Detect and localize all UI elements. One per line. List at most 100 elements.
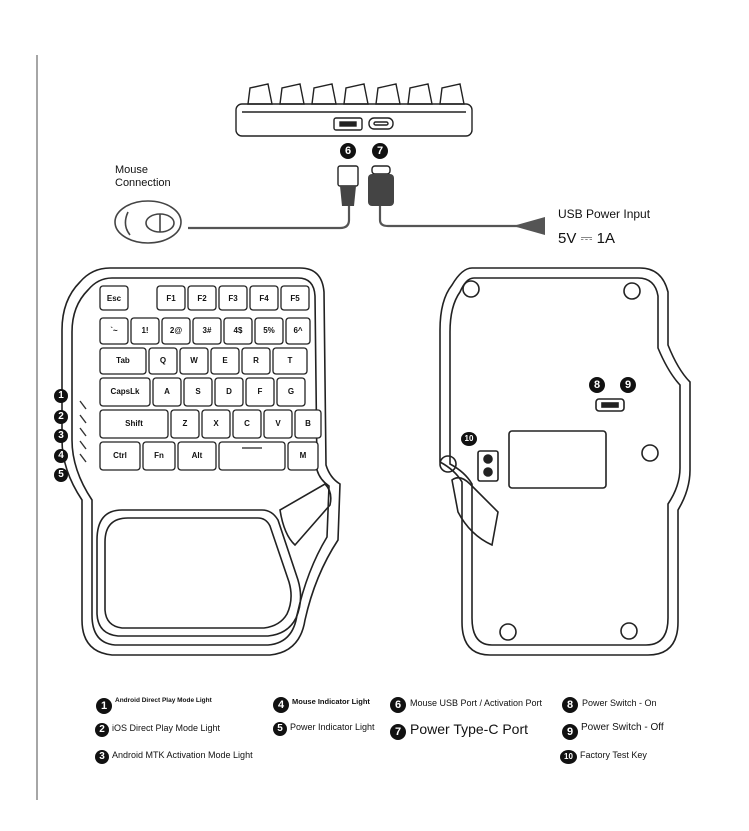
key-g: [276, 377, 306, 407]
key-label: Esc: [107, 294, 122, 303]
key-label: Tab: [116, 356, 130, 365]
key-shift: [99, 409, 169, 439]
key-4: [223, 317, 253, 345]
key-2: [161, 317, 191, 345]
key-label: Shift: [125, 419, 143, 428]
legend-item-10: Factory Test Key: [580, 750, 647, 760]
key-w: [179, 347, 209, 375]
keyboard-back-body: [439, 267, 691, 656]
key-f: [245, 377, 275, 407]
key-label: Z: [183, 419, 188, 428]
callout-3: 3: [54, 429, 68, 443]
key-tilde: [99, 317, 129, 345]
key-z: [170, 409, 200, 439]
key-t: [272, 347, 308, 375]
key-label: W: [190, 356, 198, 365]
key-label: C: [244, 419, 250, 428]
usb-a-plug: [337, 165, 359, 206]
key-label: 3#: [203, 326, 212, 335]
key-label: F: [258, 387, 263, 396]
legend-marker-5: 5: [273, 722, 287, 736]
key-label: 4$: [234, 326, 243, 335]
key-r: [241, 347, 271, 375]
key-6: [285, 317, 311, 345]
key-e: [210, 347, 240, 375]
callout-2: 2: [54, 410, 68, 424]
key-label: Ctrl: [113, 451, 127, 460]
legend-marker-10: 10: [560, 750, 577, 764]
key-label: D: [226, 387, 232, 396]
key-f3: [218, 285, 248, 311]
callout-6: 6: [340, 143, 356, 159]
key-ctrl: [99, 441, 141, 471]
key-label: Q: [160, 356, 166, 365]
key-s: [183, 377, 213, 407]
key-fn: [142, 441, 176, 471]
key-label: 1!: [141, 326, 148, 335]
key-label: F4: [259, 294, 269, 303]
legend-item-4: Mouse Indicator Light: [292, 697, 370, 706]
key-label: X: [213, 419, 219, 428]
key-label: 2@: [170, 326, 182, 335]
mouse-connection-label-2: Connection: [115, 177, 171, 189]
callout-7: 7: [372, 143, 388, 159]
key-label: F1: [166, 294, 176, 303]
key-x: [201, 409, 231, 439]
key-label: E: [222, 356, 228, 365]
keyboard-side-view: [235, 83, 473, 137]
power-input-arrow: [513, 217, 545, 235]
key-label: 5%: [263, 326, 275, 335]
key-label: CapsLk: [111, 387, 140, 396]
key-label: B: [305, 419, 311, 428]
key-label: V: [275, 419, 281, 428]
legend-item-5: Power Indicator Light: [290, 722, 375, 732]
keyboard-front-body: [61, 267, 341, 656]
legend-item-8: Power Switch - On: [582, 698, 657, 708]
mouse-connection-label-1: Mouse: [115, 164, 149, 176]
key-c: [232, 409, 262, 439]
key-space: [218, 441, 286, 471]
key-1: [130, 317, 160, 345]
legend-item-6: Mouse USB Port / Activation Port: [410, 698, 543, 708]
key-label: S: [195, 387, 201, 396]
type-c-plug: [368, 165, 394, 206]
legend-marker-1: 1: [96, 698, 112, 714]
key-esc: [99, 285, 129, 311]
indicator-lights: [79, 400, 87, 463]
legend-marker-2: 2: [95, 723, 109, 737]
key-label: Fn: [154, 451, 164, 460]
key-f4: [249, 285, 279, 311]
callout-10: 10: [461, 432, 477, 446]
key-label: F2: [197, 294, 207, 303]
callout-1: 1: [54, 389, 68, 403]
key-legends: Esc F1 F2 F3 F4 F5 `~ 1! 2@ 3# 4$ 5% 6^ …: [107, 294, 311, 460]
legend-item-7: Power Type-C Port: [410, 721, 529, 737]
callout-9: 9: [620, 377, 636, 393]
usb-power-input-label: USB Power Input: [558, 207, 651, 221]
key-label: F3: [228, 294, 238, 303]
key-label: A: [164, 387, 170, 396]
legend-item-9: Power Switch - Off: [581, 722, 664, 733]
legend-item-1: Android Direct Play Mode Light: [115, 697, 212, 704]
key-m: [287, 441, 319, 471]
key-label: G: [288, 387, 294, 396]
key-alt: [177, 441, 217, 471]
legend-marker-8: 8: [562, 697, 578, 713]
cables: [188, 205, 540, 230]
key-f1: [156, 285, 186, 311]
key-label: 6^: [293, 326, 302, 335]
legend-marker-6: 6: [390, 697, 406, 713]
key-label: T: [288, 356, 293, 365]
key-3: [192, 317, 222, 345]
callout-8: 8: [589, 377, 605, 393]
key-f5: [280, 285, 310, 311]
mouse-icon: [114, 200, 182, 244]
key-label: R: [253, 356, 259, 365]
legend-marker-4: 4: [273, 697, 289, 713]
callout-5: 5: [54, 468, 68, 482]
key-label: F5: [290, 294, 300, 303]
key-tab: [99, 347, 147, 375]
legend-marker-9: 9: [562, 724, 578, 740]
key-f2: [187, 285, 217, 311]
